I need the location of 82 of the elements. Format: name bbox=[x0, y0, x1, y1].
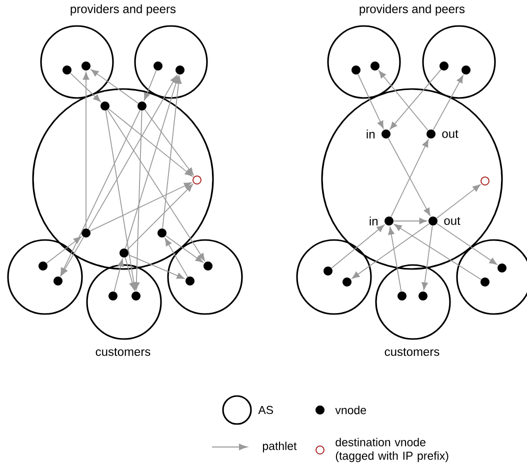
pathlet-arrow bbox=[124, 76, 180, 249]
as-circle bbox=[375, 264, 451, 340]
vnode-dot bbox=[132, 292, 140, 300]
as-circle bbox=[32, 88, 214, 270]
pathlet-arrow bbox=[46, 236, 82, 264]
vnode-dot bbox=[204, 262, 212, 270]
legend-text: AS bbox=[258, 406, 273, 414]
pathlet-arrow bbox=[358, 74, 384, 129]
destination-vnode bbox=[480, 176, 490, 186]
pathlet-arrow bbox=[164, 238, 188, 278]
node-label: in bbox=[366, 130, 375, 138]
pathlet-arrow bbox=[90, 182, 192, 232]
pathlet-arrow bbox=[114, 258, 124, 292]
as-circle bbox=[86, 264, 162, 340]
pathlet-arrow bbox=[82, 72, 90, 229]
pathlet-arrow bbox=[331, 224, 384, 268]
vnode-dot bbox=[462, 66, 470, 74]
vnode-dot bbox=[418, 292, 428, 300]
pathlet-arrow bbox=[165, 235, 204, 263]
vnode-dot bbox=[158, 228, 166, 238]
node-label: in bbox=[370, 216, 378, 226]
pathlet-arrow bbox=[422, 225, 433, 290]
pathlet-arrow bbox=[107, 110, 205, 261]
node-label: out bbox=[444, 217, 460, 225]
group-title: providers and peers bbox=[360, 4, 465, 16]
vnode-dot bbox=[342, 278, 352, 286]
vnode-dot bbox=[440, 62, 448, 70]
vnode-dot bbox=[186, 276, 194, 286]
pathlet-arrow bbox=[390, 69, 442, 130]
pathlet-arrow bbox=[70, 72, 101, 102]
legend-text: destination vnode (tagged with IP prefix) bbox=[336, 438, 448, 462]
vnode-dot bbox=[82, 228, 90, 238]
vnode-dot bbox=[38, 262, 48, 270]
pathlet-arrow bbox=[128, 254, 184, 279]
pathlet-arrow bbox=[108, 108, 193, 176]
vnode-dot bbox=[82, 62, 90, 70]
group-title: customers bbox=[96, 348, 150, 356]
as-circle bbox=[40, 25, 114, 99]
vnode-dot bbox=[154, 62, 162, 70]
vnode-dot bbox=[62, 66, 72, 74]
vnode-dot bbox=[54, 276, 62, 286]
group-title: customers bbox=[384, 348, 440, 356]
as-circle bbox=[167, 239, 243, 315]
as-circle bbox=[327, 25, 401, 99]
vnode-dot bbox=[370, 62, 380, 70]
legend-text: vnode bbox=[335, 406, 366, 414]
vnode-dot bbox=[352, 66, 360, 74]
pathlet-arrow bbox=[393, 218, 427, 224]
pathlet-arrow bbox=[388, 226, 402, 292]
pathlet-arrow bbox=[432, 75, 464, 130]
pathlet-arrow bbox=[144, 70, 157, 100]
pathlet-arrow bbox=[90, 69, 139, 104]
pathlet-arrow bbox=[105, 110, 137, 290]
pathlet-arrow bbox=[60, 110, 140, 276]
pathlet-arrow bbox=[162, 76, 182, 229]
legend-text: pathlet bbox=[262, 442, 297, 452]
group-title: providers and peers bbox=[70, 4, 176, 16]
as-circle bbox=[296, 239, 372, 315]
vnode-dot bbox=[176, 66, 184, 74]
vnode-dot bbox=[108, 292, 118, 300]
as-circle bbox=[422, 25, 496, 99]
pathlet-arrow bbox=[144, 109, 194, 176]
pathlet-arrow bbox=[133, 110, 142, 290]
node-label: out bbox=[442, 130, 458, 138]
pathlet-arrow bbox=[88, 75, 178, 230]
as-circle bbox=[321, 88, 503, 270]
vnode-dot bbox=[138, 102, 146, 110]
destination-vnode bbox=[192, 176, 202, 184]
vnode-dot bbox=[398, 292, 406, 300]
vnode-dot bbox=[480, 278, 490, 286]
vnode-dot bbox=[100, 102, 110, 110]
pathlet-arrow bbox=[378, 70, 428, 131]
pathlet-arrow bbox=[126, 184, 193, 250]
vnode-dot bbox=[324, 266, 332, 276]
as-circle bbox=[7, 239, 83, 315]
pathlet-arrow bbox=[352, 223, 430, 279]
pathlet-arrow bbox=[436, 223, 498, 265]
pathlet-arrow bbox=[436, 184, 480, 219]
pathlet-arrow bbox=[394, 224, 482, 280]
as-circle bbox=[134, 25, 208, 99]
vnode-dot bbox=[120, 248, 128, 258]
vnode-dot bbox=[498, 264, 506, 272]
